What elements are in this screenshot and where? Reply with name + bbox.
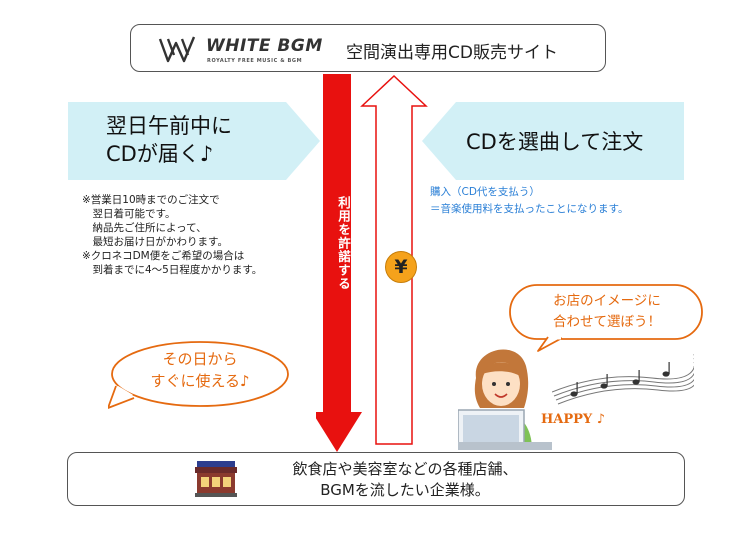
- music-notes-icon: [552, 354, 694, 405]
- left-bubble-line-2: すぐに使える♪: [150, 372, 250, 390]
- woman-with-laptop-icon: [458, 349, 552, 450]
- left-bubble-line-1: その日から: [162, 350, 238, 368]
- right-banner-text: CDを選曲して注文: [466, 130, 644, 154]
- note-line: 翌日着可能です。: [82, 208, 176, 220]
- left-banner-line-2: CDが届く♪: [106, 142, 214, 166]
- license-label: 利用を許諾する: [336, 196, 351, 291]
- right-bubble-line-1: お店のイメージに: [553, 293, 661, 309]
- customer-line-2: BGMを流したい企業様。: [320, 481, 490, 499]
- note-line: ※営業日10時までのご注文で: [82, 194, 220, 206]
- yen-icon: ¥: [385, 251, 417, 283]
- purchase-note: 購入（CD代を支払う） ＝音楽使用料を支払ったことになります。: [430, 184, 628, 218]
- customer-text: 飲食店や美容室などの各種店舗、 BGMを流したい企業様。: [240, 459, 570, 501]
- logo-tagline: ROYALTY FREE MUSIC & BGM: [207, 58, 303, 64]
- note-line: 到着までに4～5日程度かかります。: [82, 264, 263, 276]
- left-banner-text: 翌日午前中に CDが届く♪: [106, 112, 232, 168]
- customer-box: [67, 452, 685, 506]
- right-banner: [422, 102, 684, 180]
- shop-icon: [195, 461, 237, 497]
- happy-label: HAPPY ♪: [541, 412, 606, 427]
- note-line: ※クロネコDM便をご希望の場合は: [82, 250, 245, 262]
- purchase-line-1: 購入（CD代を支払う）: [430, 186, 540, 198]
- license-down-arrow: [316, 74, 362, 452]
- logo-wordmark: WHITE BGM: [206, 36, 323, 56]
- left-bubble-text: その日から すぐに使える♪: [126, 348, 274, 392]
- customer-line-1: 飲食店や美容室などの各種店舗、: [292, 460, 518, 478]
- right-speech-bubble: [509, 284, 703, 352]
- white-bgm-logo-icon: [158, 36, 196, 63]
- note-line: 納品先ご住所によって、: [82, 222, 207, 234]
- left-speech-bubble: [108, 341, 289, 409]
- delivery-notes: ※営業日10時までのご注文で 翌日着可能です。 納品先ご住所によって、 最短お届…: [82, 193, 262, 277]
- header-box: [130, 24, 606, 72]
- purchase-line-2: ＝音楽使用料を支払ったことになります。: [430, 203, 629, 215]
- site-title: 空間演出専用CD販売サイト: [346, 43, 558, 63]
- note-line: 最短お届け日がかわります。: [82, 236, 228, 248]
- left-banner-line-1: 翌日午前中に: [106, 114, 232, 138]
- right-bubble-line-2: 合わせて選ぼう！: [553, 314, 661, 330]
- left-banner: [68, 102, 320, 180]
- right-bubble-text: お店のイメージに 合わせて選ぼう！: [516, 291, 698, 333]
